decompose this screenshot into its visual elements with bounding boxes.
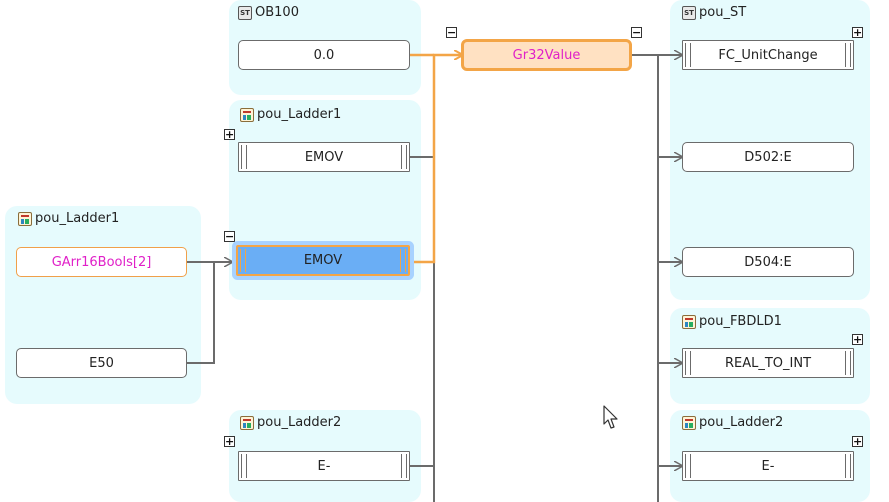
expand-toggle-real-to-int[interactable]: + [852,333,863,346]
collapse-toggle-gr32value-right[interactable]: − [631,26,642,39]
group-title: OB100 [255,5,299,20]
node-ob100-value[interactable]: 0.0 [238,40,410,70]
node-d504[interactable]: D504:E [682,247,854,277]
group-header-pou-ladder2-right: pou_Ladder2 [682,415,783,430]
group-title: pou_Ladder1 [35,211,120,226]
group-title: pou_Ladder2 [699,415,784,430]
node-real-to-int[interactable]: REAL_TO_INT [682,348,854,378]
group-title: pou_FBDLD1 [699,314,782,329]
expand-toggle-emov-top[interactable]: + [224,128,235,141]
node-emov-selected[interactable]: EMOV [236,245,410,276]
collapse-toggle-gr32value-left[interactable]: − [446,26,457,39]
ladder-program-icon [18,211,32,226]
node-d502[interactable]: D502:E [682,142,854,172]
group-title: pou_Ladder2 [257,415,342,430]
group-header-pou-ladder1-left: pou_Ladder1 [18,211,119,226]
ladder-program-icon [240,415,254,430]
node-fc-unitchange[interactable]: FC_UnitChange [682,40,854,70]
group-title: pou_ST [699,5,747,20]
group-header-pou-ladder2-mid: pou_Ladder2 [240,415,341,430]
node-e-minus-right[interactable]: E- [682,451,854,481]
group-header-ob100: ST OB100 [238,5,299,20]
group-header-pou-ladder1-mid: pou_Ladder1 [240,107,341,122]
node-gr32value[interactable]: Gr32Value [461,39,632,71]
node-emov-top[interactable]: EMOV [238,142,410,172]
expand-toggle-e-minus-mid[interactable]: + [224,435,235,448]
group-title: pou_Ladder1 [257,107,342,122]
node-e50[interactable]: E50 [16,348,187,378]
node-garr16bools[interactable]: GArr16Bools[2] [16,247,187,277]
ladder-program-icon [240,107,254,122]
expand-toggle-fc-unitchange[interactable]: + [852,26,863,39]
fbd-program-icon [682,314,696,329]
node-e-minus-mid[interactable]: E- [238,451,410,481]
group-header-pou-st: ST pou_ST [682,5,746,20]
ladder-program-icon [682,415,696,430]
mouse-cursor-icon [603,405,618,429]
expand-toggle-e-minus-right[interactable]: + [852,435,863,448]
collapse-toggle-emov-selected[interactable]: − [224,230,235,243]
group-header-pou-fbdld1: pou_FBDLD1 [682,314,782,329]
st-program-icon: ST [238,5,252,20]
st-program-icon: ST [682,5,696,20]
